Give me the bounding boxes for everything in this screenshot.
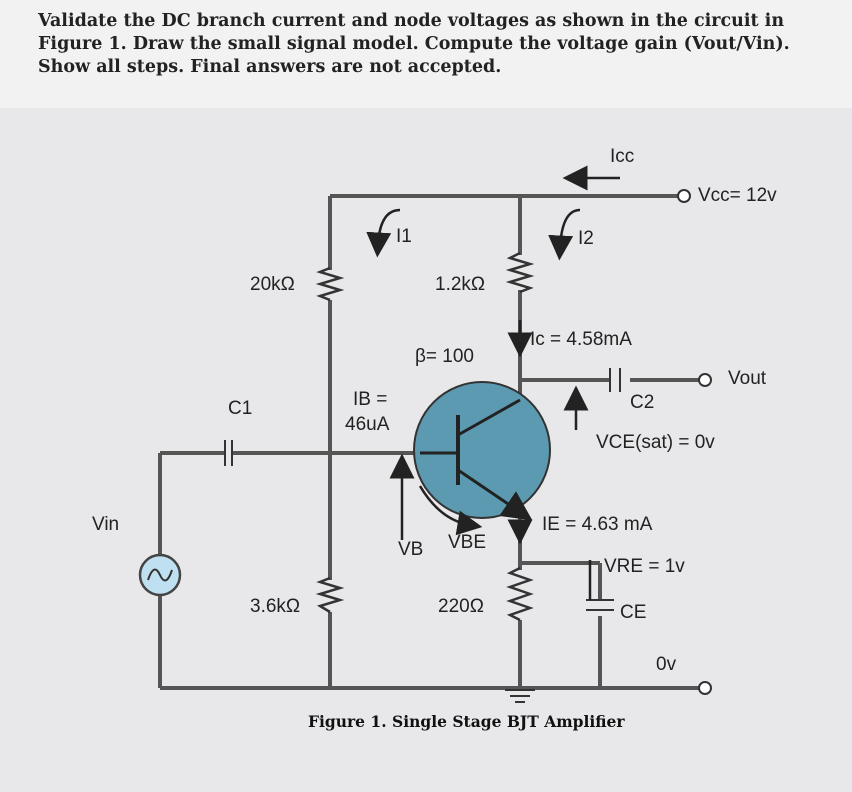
- vbe-label: VBE: [448, 532, 486, 553]
- icc-label: Icc: [610, 146, 634, 167]
- zero-volt-label: 0v: [656, 654, 677, 675]
- beta-label: β= 100: [415, 346, 474, 367]
- current-arrows: [366, 165, 620, 600]
- r1-label: 20kΩ: [250, 274, 295, 295]
- capacitor-c2: [609, 368, 621, 392]
- circuit-diagram: Icc Vcc= 12v I1 I2 20kΩ 1.2kΩ Ic = 4.58m…: [92, 146, 777, 731]
- ie-label: IE = 4.63 mA: [542, 514, 653, 535]
- wires: [158, 194, 700, 690]
- resistor-3-6k: [315, 576, 345, 614]
- ground-icon: [505, 689, 535, 703]
- re-label: 220Ω: [438, 596, 484, 617]
- circuit-figure: Icc Vcc= 12v I1 I2 20kΩ 1.2kΩ Ic = 4.58m…: [0, 108, 852, 792]
- bjt-transistor: [413, 381, 551, 521]
- resistor-1-2k: [505, 251, 535, 294]
- vcc-terminal: [677, 189, 691, 203]
- ac-source-icon: [138, 553, 182, 597]
- ic-label: Ic = 4.58mA: [530, 329, 632, 350]
- resistor-20k: [315, 266, 345, 302]
- vb-label: VB: [398, 539, 423, 560]
- c2-label: C2: [630, 392, 654, 413]
- c1-label: C1: [228, 398, 252, 419]
- i1-label: I1: [396, 226, 412, 247]
- vout-label: Vout: [728, 368, 767, 389]
- rc-label: 1.2kΩ: [435, 274, 485, 295]
- figure-caption: Figure 1. Single Stage BJT Amplifier: [308, 712, 625, 731]
- vcc-label: Vcc= 12v: [698, 185, 777, 206]
- capacitor-ce: [586, 599, 614, 611]
- r2-label: 3.6kΩ: [250, 596, 300, 617]
- resistor-220: [506, 566, 534, 622]
- vin-label: Vin: [92, 514, 119, 535]
- i2-label: I2: [578, 228, 594, 249]
- vce-sat-label: VCE(sat) = 0v: [596, 432, 715, 453]
- question-text: Validate the DC branch current and node …: [38, 11, 790, 77]
- ground-terminal: [698, 681, 712, 695]
- ib-label-line1: IB =: [353, 389, 387, 410]
- vre-label: VRE = 1v: [604, 556, 685, 577]
- vout-terminal: [698, 373, 712, 387]
- ib-label-line2: 46uA: [345, 414, 390, 435]
- capacitor-c1: [224, 440, 233, 466]
- ce-label: CE: [620, 602, 646, 623]
